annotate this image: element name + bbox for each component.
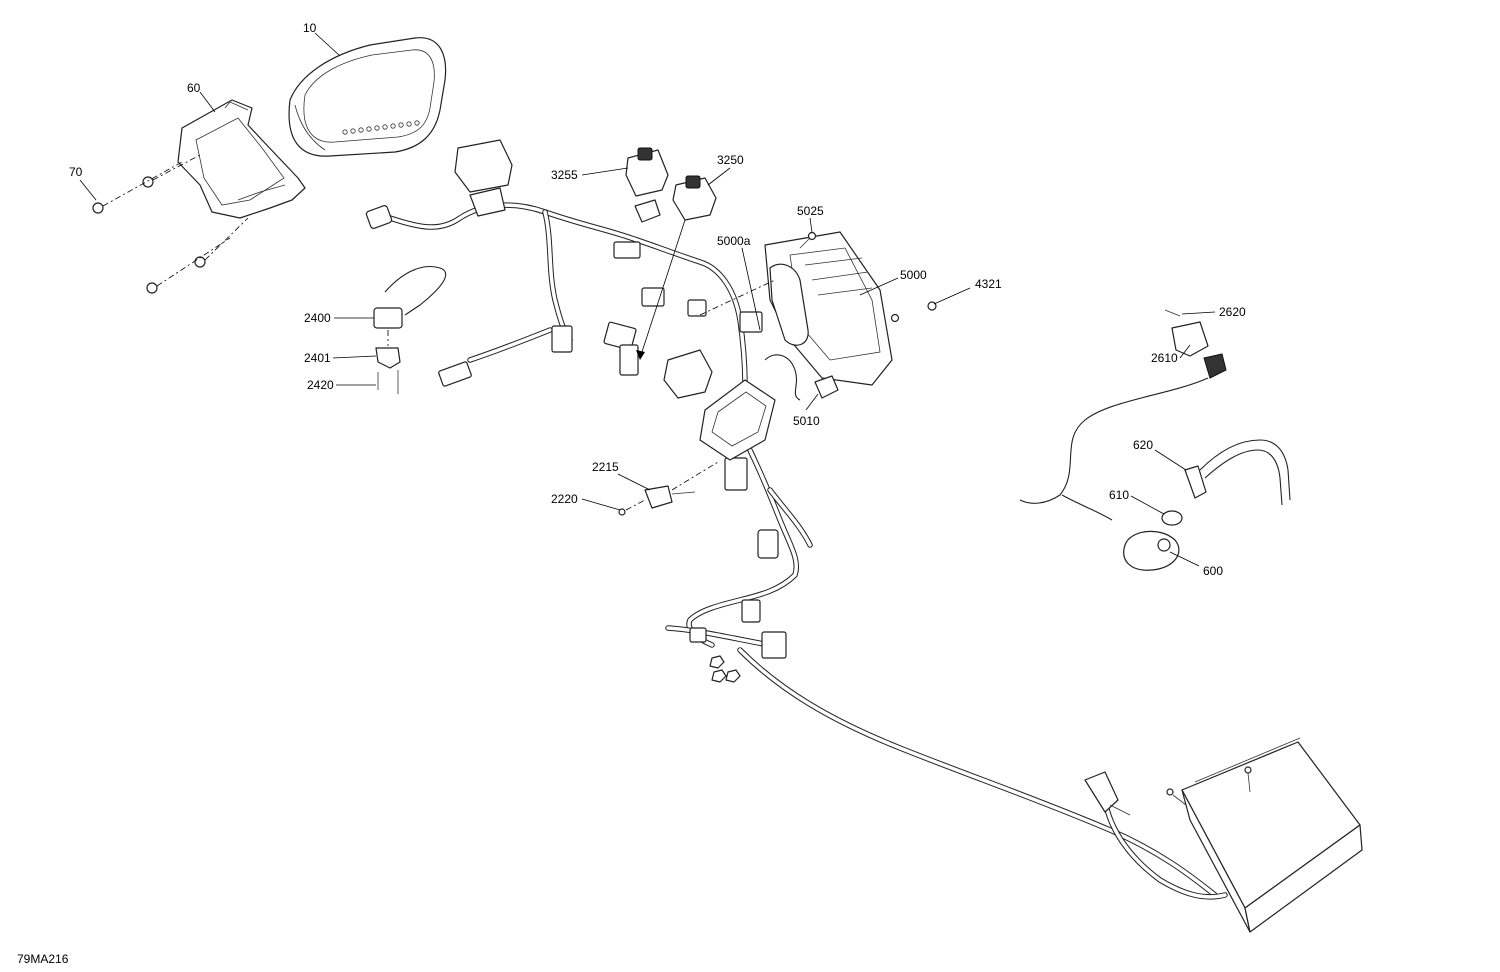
callout-620: 620	[1133, 438, 1153, 452]
nut-part-4321	[890, 301, 937, 323]
screw-part-2220	[618, 499, 646, 516]
callout-610: 610	[1109, 488, 1129, 502]
main-wiring-harness	[387, 202, 1228, 900]
display-cluster-part-10	[288, 37, 447, 157]
callout-5000: 5000	[900, 268, 927, 282]
callout-2620: 2620	[1219, 305, 1246, 319]
callout-3255: 3255	[551, 168, 578, 182]
callout-2401: 2401	[304, 351, 331, 365]
switch-part-3255	[625, 147, 669, 197]
sensor-assembly-part-2400	[373, 266, 447, 394]
callout-5010: 5010	[793, 414, 820, 428]
drawing-id: 79MA216	[17, 952, 69, 966]
screw-part-5025	[799, 231, 817, 249]
callout-labels: 10 60 70 2400 2401 2420 3255 3250 5025 5…	[17, 21, 1246, 966]
sensor-part-2215	[644, 461, 719, 509]
fuse-box	[663, 349, 776, 461]
cover-part-5010	[814, 375, 839, 399]
callout-600: 600	[1203, 564, 1223, 578]
relay-connector-block	[454, 139, 513, 217]
callout-70: 70	[69, 165, 83, 179]
mounting-bracket-part-60	[177, 99, 306, 219]
battery	[1084, 737, 1363, 933]
switch-part-3250	[672, 175, 717, 221]
callout-10: 10	[303, 21, 317, 35]
callout-2215: 2215	[592, 460, 619, 474]
callout-2220: 2220	[551, 492, 578, 506]
callout-leaders	[79, 32, 1216, 567]
harness-connectors	[365, 205, 787, 659]
callout-5000a: 5000a	[717, 234, 751, 248]
control-module-part-5000	[764, 231, 893, 386]
callout-2610: 2610	[1151, 351, 1178, 365]
callout-4321: 4321	[975, 277, 1002, 291]
terminal-nuts	[709, 655, 741, 683]
callout-2400: 2400	[304, 311, 331, 325]
indicator-lights	[342, 120, 420, 135]
callout-5025: 5025	[797, 204, 824, 218]
callout-3250: 3250	[717, 153, 744, 167]
callout-60: 60	[187, 81, 201, 95]
screws-part-70	[92, 154, 249, 294]
key-switch-assembly	[1019, 309, 1291, 571]
callout-2420: 2420	[307, 378, 334, 392]
